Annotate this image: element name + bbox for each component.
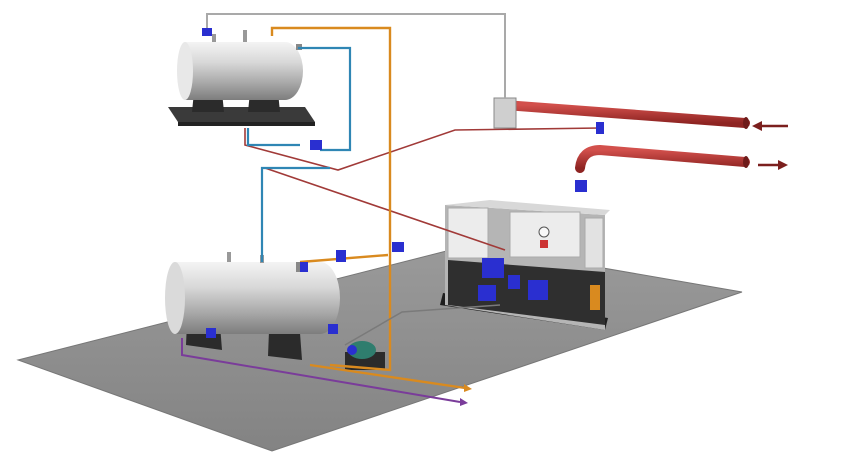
red-thin-lines <box>244 127 601 251</box>
purple-drain-lines <box>181 338 461 403</box>
orange-arrowhead <box>464 384 472 392</box>
red-main-pipes <box>500 100 750 267</box>
right-arrow-icon <box>758 160 788 170</box>
heater-pump-valves <box>478 258 548 301</box>
left-arrow-icon <box>752 121 788 131</box>
purple-arrowhead <box>460 398 468 406</box>
blue-lines <box>246 46 352 262</box>
floor-slab <box>16 244 743 452</box>
grey-connection-line <box>344 304 501 346</box>
degasser-vessel <box>493 97 517 129</box>
lower-storage-tank <box>165 252 340 334</box>
upper-expansion-tank <box>177 30 303 100</box>
valve-icon <box>202 28 604 338</box>
circulation-pump <box>345 341 385 370</box>
grey-vent-line <box>206 13 506 98</box>
upper-tank-platform <box>168 107 315 122</box>
